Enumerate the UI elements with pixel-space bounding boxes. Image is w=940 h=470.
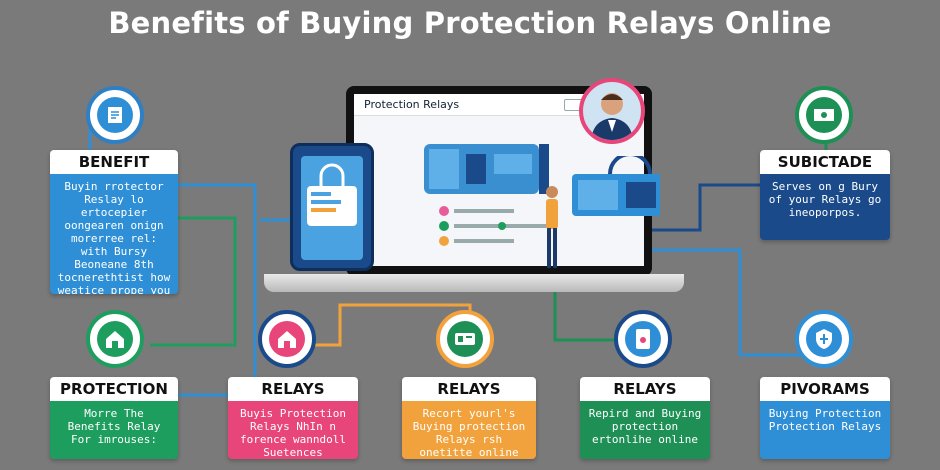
protection-heading: PROTECTION [50, 377, 178, 401]
relays-orange-heading: RELAYS [402, 377, 536, 401]
subictade-body: Serves on g Bury of your Relays go ineop… [768, 180, 882, 219]
phone-relay-icon [307, 163, 357, 226]
subictade-card: SUBICTADE Serves on g Bury of your Relay… [760, 150, 890, 240]
relays-pink-card: RELAYS Buyis Protection Relays NhIn n fo… [228, 377, 358, 459]
relays-green-body: Repird and Buying protection ertonlihe o… [588, 407, 702, 446]
pivorams-heading: PIVORAMS [760, 377, 890, 401]
protection-body: Morre The Benefits Relay For imrouses: [67, 407, 161, 446]
pivorams-card: PIVORAMS Buying Protection Protection Re… [760, 377, 890, 459]
relays-orange-card: RELAYS Recort yourl's Buying protection … [402, 377, 536, 459]
document-icon [86, 86, 144, 144]
subictade-heading: SUBICTADE [760, 150, 890, 174]
screen-title: Protection Relays [364, 98, 460, 111]
relay-illustration [424, 144, 550, 246]
connector-subictade [630, 183, 760, 232]
connector-protection [150, 216, 237, 347]
pivorams-body: Buying Protection Protection Relays [768, 407, 882, 433]
relays-green-heading: RELAYS [580, 377, 710, 401]
benefit-card: BENEFIT Buyin rrotector Reslay lo ertoce… [50, 150, 178, 294]
relay-device-icon [436, 310, 494, 368]
relays-green-card: RELAYS Repird and Buying protection erto… [580, 377, 710, 459]
money-icon [795, 86, 853, 144]
connector-pivorams [650, 248, 800, 357]
benefit-body: Buyin rrotector Reslay lo ertocepier oon… [57, 180, 171, 294]
phone [290, 143, 374, 271]
relays-orange-body: Recort yourl's Buying protection Relays … [412, 407, 526, 459]
shield-icon [795, 310, 853, 368]
benefit-heading: BENEFIT [50, 150, 178, 174]
tablet-icon [614, 310, 672, 368]
avatar [579, 78, 645, 144]
house-icon [86, 310, 144, 368]
protection-card: PROTECTION Morre The Benefits Relay For … [50, 377, 178, 459]
connector-green [553, 290, 640, 342]
home-icon [258, 310, 316, 368]
page-title: Benefits of Buying Protection Relays Onl… [108, 6, 832, 40]
relay-bag-illustration [546, 156, 660, 268]
connector-benefit [160, 183, 257, 397]
relays-pink-heading: RELAYS [228, 377, 358, 401]
relays-pink-body: Buyis Protection Relays NhIn n forence w… [240, 407, 346, 459]
laptop-base [264, 274, 684, 292]
